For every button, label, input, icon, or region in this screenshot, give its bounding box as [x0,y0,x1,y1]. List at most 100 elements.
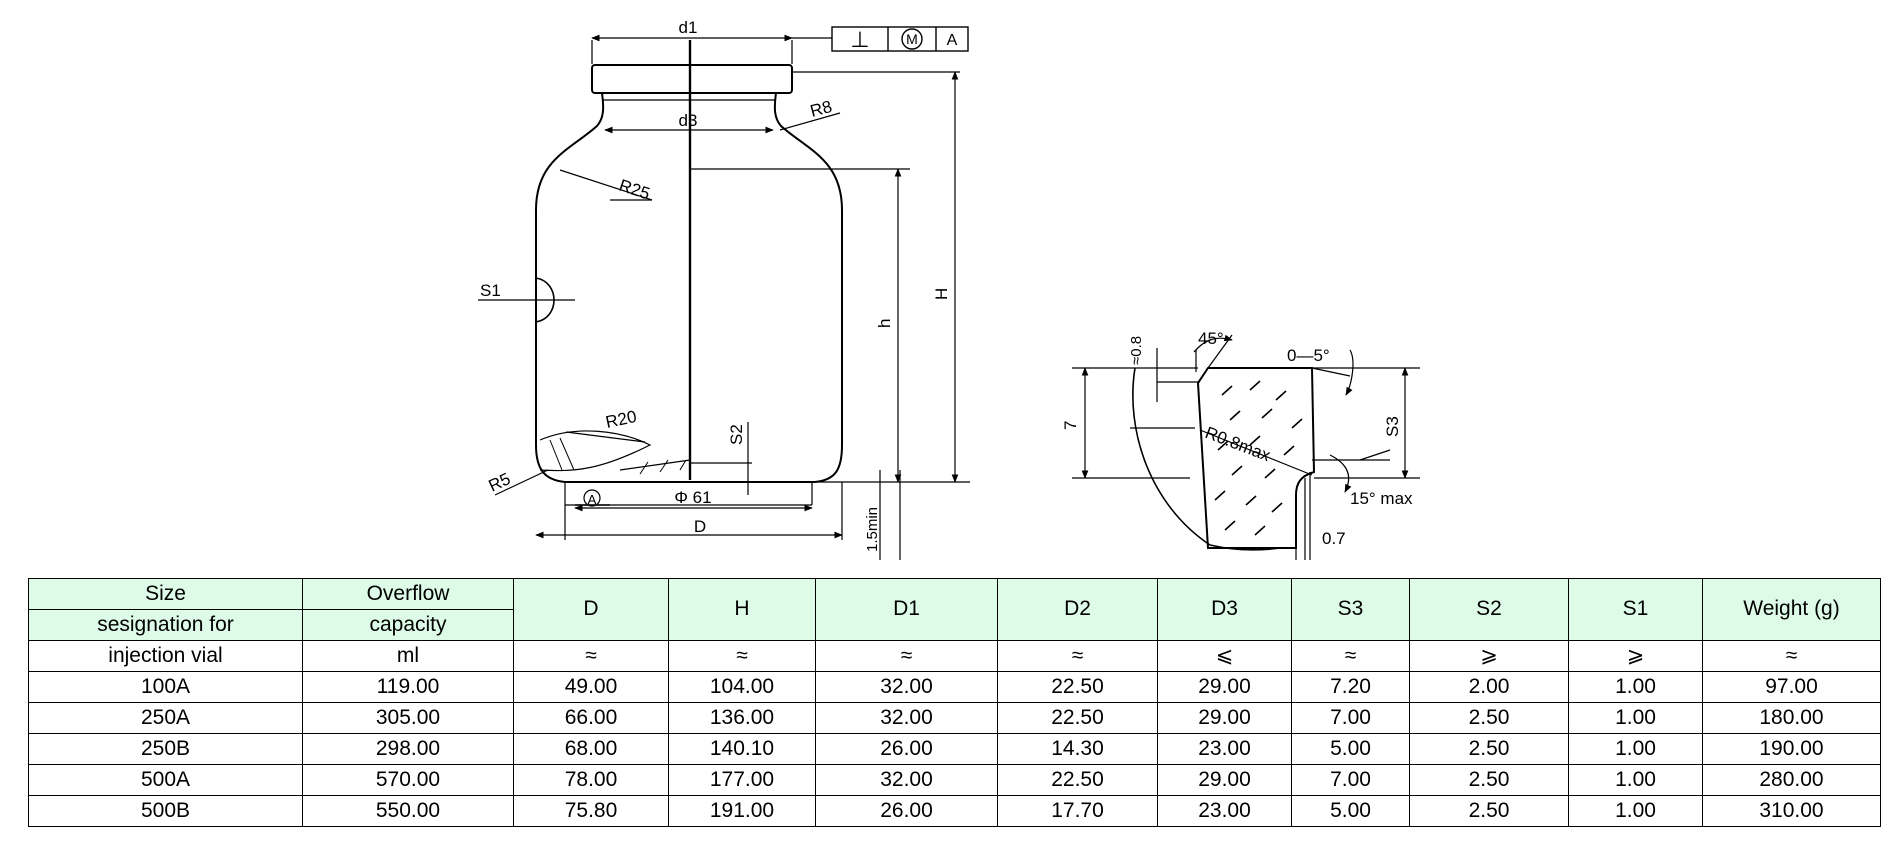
header-d2: D2 [997,578,1158,641]
vial-crown [591,64,793,94]
table-cell: 32.00 [815,702,998,734]
table-cell: 14.30 [997,733,1158,765]
table-cell: 29.00 [1157,671,1292,703]
table-cell: 23.00 [1157,733,1292,765]
table-cell: 500B [28,795,303,827]
table-cell: 7.00 [1291,702,1410,734]
label-d3: d3 [679,111,698,130]
table-cell: 2.00 [1409,671,1569,703]
neck-section [1196,367,1316,549]
table-cell: 97.00 [1702,671,1881,703]
header-size-2: sesignation for [28,609,303,641]
symbol-cell: ⩾ [1409,640,1569,672]
table-cell: 26.00 [815,795,998,827]
label-s3: S3 [1383,416,1402,437]
table-cell: 2.50 [1409,764,1569,796]
table-cell: 180.00 [1702,702,1881,734]
specification-table: Size Overflow D H D1 D2 D3 S3 S2 S1 Weig… [28,578,1881,827]
label-r8: R8 [808,97,834,121]
header-row-1: Size Overflow D H D1 D2 D3 S3 S2 S1 Weig… [28,578,1881,641]
table-cell: 5.00 [1291,795,1410,827]
vial-outline [535,92,843,483]
label-0-5deg: 0—5° [1287,346,1330,365]
table-cell: 22.50 [997,671,1158,703]
table-row: 100A 119.00 49.00 104.00 32.00 22.50 29.… [28,671,1881,703]
header-row-3: injection vial ml ≈ ≈ ≈ ≈ ⩽ ≈ ⩾ ⩾ ≈ [28,640,1881,672]
table-cell: 104.00 [668,671,816,703]
table-cell: 136.00 [668,702,816,734]
table-cell: 305.00 [302,702,514,734]
label-r5: R5 [486,469,514,495]
symbol-cell: ≈ [997,640,1158,672]
header-d1: D1 [815,578,998,641]
label-s2: S2 [727,424,746,445]
table-cell: 1.00 [1568,764,1703,796]
table-row: 250B 298.00 68.00 140.10 26.00 14.30 23.… [28,733,1881,765]
header-size-3: injection vial [28,640,303,672]
symbol-cell: ⩾ [1568,640,1703,672]
symbol-cell: ≈ [1702,640,1881,672]
table-cell: 177.00 [668,764,816,796]
table-cell: 68.00 [513,733,669,765]
table-cell: 66.00 [513,702,669,734]
label-approx-0-8: ≈0.8 [1128,336,1145,365]
header-size-1: Size [28,578,303,610]
table-cell: 298.00 [302,733,514,765]
table-cell: 250A [28,702,303,734]
table-cell: 119.00 [302,671,514,703]
table-cell: 2.50 [1409,795,1569,827]
vial-drawing [478,40,843,506]
datum-ref: A [947,32,958,49]
header-s2: S2 [1409,578,1569,641]
label-7: 7 [1061,421,1080,430]
table-cell: 75.80 [513,795,669,827]
label-0-7: 0.7 [1322,529,1346,548]
table-cell: 1.00 [1568,733,1703,765]
header-d3: D3 [1157,578,1292,641]
table-cell: 1.00 [1568,671,1703,703]
neck-label-group: ≈0.8 45° 0—5° 7 S3 R0.8max 15° max 0.7 [1061,329,1413,548]
label-45deg: 45° [1198,329,1224,348]
header-d: D [513,578,669,641]
table-cell: 190.00 [1702,733,1881,765]
header-capacity-2: capacity [302,609,514,641]
table-cell: 49.00 [513,671,669,703]
table-cell: 7.00 [1291,764,1410,796]
neck-dimensions [1072,334,1420,560]
table-cell: 5.00 [1291,733,1410,765]
header-capacity-3: ml [302,640,514,672]
label-r20: R20 [604,407,638,432]
neck-detail [1132,367,1316,551]
table-cell: 29.00 [1157,764,1292,796]
table-cell: 310.00 [1702,795,1881,827]
table-cell: 1.00 [1568,795,1703,827]
table-cell: 500A [28,764,303,796]
table-cell: 26.00 [815,733,998,765]
table-cell: 250B [28,733,303,765]
header-s3: S3 [1291,578,1410,641]
label-15deg-max: 15° max [1350,489,1413,508]
perpendicularity-symbol: ⊥ [850,27,869,52]
vial-label-group: d1 d3 R8 R25 S1 h H R20 R5 S2 A Φ 61 D 1… [480,18,951,552]
label-d1: d1 [679,18,698,37]
table-cell: 550.00 [302,795,514,827]
table-cell: 17.70 [997,795,1158,827]
table-cell: 2.50 [1409,702,1569,734]
feature-control-frame: ⊥ M A [831,26,969,52]
technical-drawing: ⊥ M A d1 d3 R8 R25 S1 h H R20 R5 S2 A Φ … [478,18,1420,560]
table-cell: 32.00 [815,764,998,796]
table-cell: 280.00 [1702,764,1881,796]
label-datum: A [588,492,597,507]
table-cell: 570.00 [302,764,514,796]
table-cell: 1.00 [1568,702,1703,734]
table-cell: 2.50 [1409,733,1569,765]
mmc-symbol: M [906,31,918,47]
table-cell: 29.00 [1157,702,1292,734]
symbol-cell: ⩽ [1157,640,1292,672]
header-weight: Weight (g) [1702,578,1881,641]
vial-dimensions [494,34,970,560]
header-h: H [668,578,816,641]
label-d: D [694,517,706,536]
table-row: 250A 305.00 66.00 136.00 32.00 22.50 29.… [28,702,1881,734]
table-cell: 22.50 [997,764,1158,796]
